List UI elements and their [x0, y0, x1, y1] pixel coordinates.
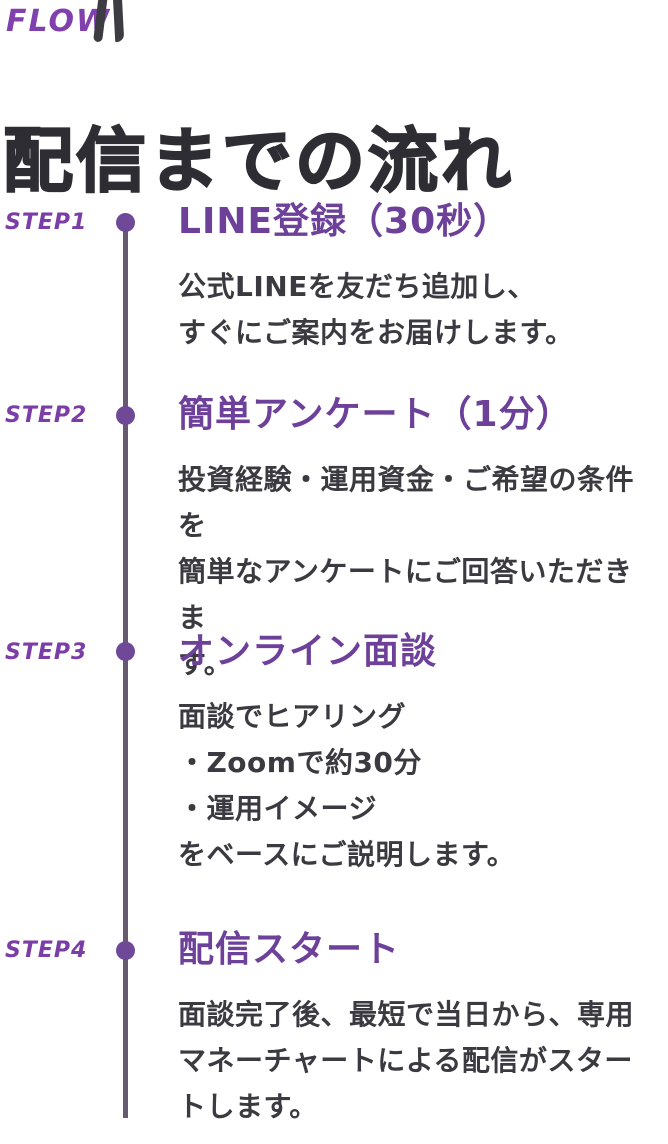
step-3-content: オンライン面談 面談でヒアリング ・Zoomで約30分 ・運用イメージ をベース…	[178, 628, 656, 878]
timeline-line	[123, 214, 128, 1118]
step-2-title: 簡単アンケート（1分）	[178, 394, 573, 435]
step-1-label: STEP1	[5, 210, 88, 235]
step-2-description: 投資経験・運用資金・ご希望の条件を 簡単なアンケートにご回答いただきま す。	[178, 463, 635, 680]
timeline-dot-step3	[116, 642, 135, 661]
step-4-content: 配信スタート 面談完了後、最短で当日から、専用 マネーチャートによる配信がスター…	[178, 926, 656, 1130]
step-3-title: オンライン面談	[178, 631, 438, 672]
step-3-description: 面談でヒアリング ・Zoomで約30分 ・運用イメージ をベースにご説明します。	[178, 700, 516, 871]
step-2-content: 簡単アンケート（1分） 投資経験・運用資金・ご希望の条件を 簡単なアンケートにご…	[178, 391, 656, 687]
step-4-title: 配信スタート	[178, 929, 401, 970]
flow-eyebrow-label: FLOW	[6, 4, 112, 39]
step-1-description: 公式LINEを友だち追加し、 すぐにご案内をお届けします。	[178, 270, 574, 349]
timeline-dot-step4	[116, 941, 135, 960]
step-2-label: STEP2	[5, 403, 88, 428]
step-4-description: 面談完了後、最短で当日から、専用 マネーチャートによる配信がスター トします。	[178, 998, 635, 1123]
cropped-decorative-stroke	[112, 0, 125, 43]
timeline-dot-step2	[116, 406, 135, 425]
step-1-content: LINE登録（30秒） 公式LINEを友だち追加し、 すぐにご案内をお届けします…	[178, 198, 656, 356]
timeline-dot-step1	[116, 213, 135, 232]
step-3-label: STEP3	[5, 640, 88, 665]
step-4-label: STEP4	[5, 938, 88, 963]
step-1-title: LINE登録（30秒）	[178, 201, 511, 242]
section-title: 配信までの流れ	[2, 119, 514, 203]
